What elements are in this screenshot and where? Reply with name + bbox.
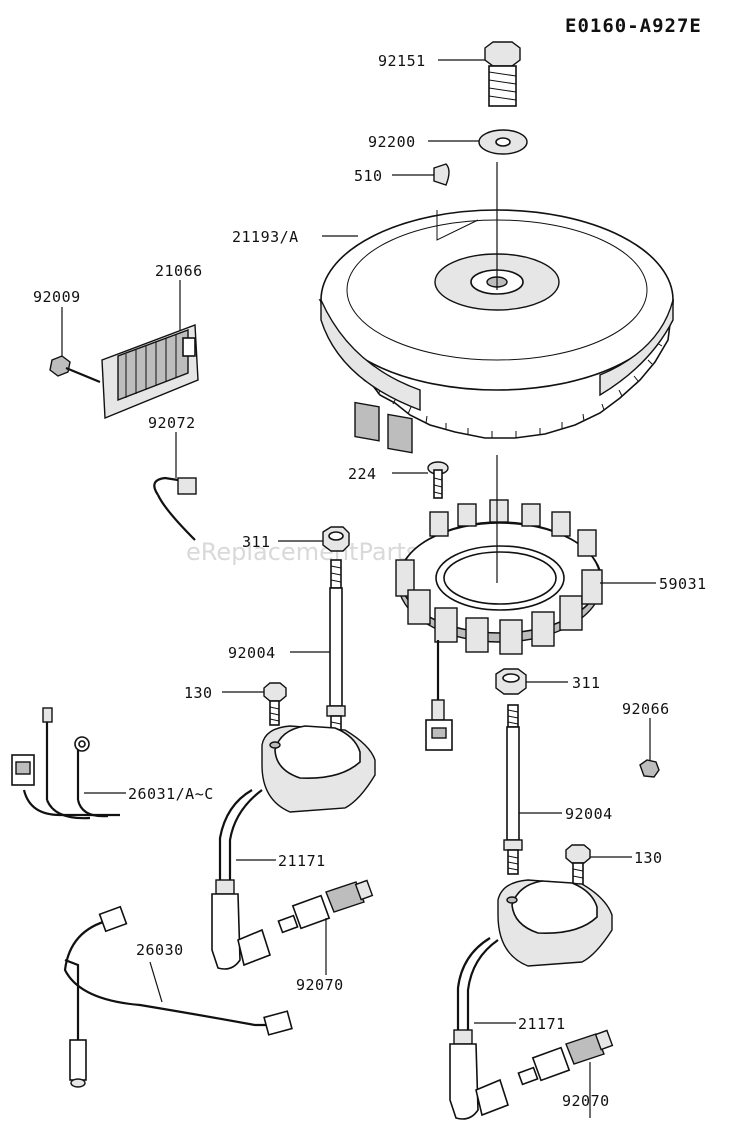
label-regulator[interactable]: 21066 bbox=[155, 262, 203, 280]
nut-311-right-part[interactable] bbox=[495, 668, 527, 695]
label-bolt-left[interactable]: 130 bbox=[184, 684, 213, 702]
label-coil-right[interactable]: 21171 bbox=[518, 1015, 566, 1033]
nut-92066-part[interactable] bbox=[639, 759, 660, 778]
label-stud-right[interactable]: 92004 bbox=[565, 805, 613, 823]
key-510-part[interactable] bbox=[433, 163, 450, 186]
plug-92070-left-part[interactable] bbox=[277, 879, 374, 934]
stud-92004-right-part[interactable] bbox=[503, 704, 523, 875]
label-plug-right[interactable]: 92070 bbox=[562, 1092, 610, 1110]
stud-92004-left-part[interactable] bbox=[326, 559, 346, 743]
label-stator-bolt[interactable]: 224 bbox=[348, 465, 377, 483]
label-coil-left[interactable]: 21171 bbox=[278, 852, 326, 870]
label-stud-left[interactable]: 92004 bbox=[228, 644, 276, 662]
label-key[interactable]: 510 bbox=[354, 167, 383, 185]
coil-21171-left-part[interactable] bbox=[211, 725, 376, 970]
label-bolt[interactable]: 92151 bbox=[378, 52, 426, 70]
label-harness[interactable]: 26031/A~C bbox=[128, 785, 214, 803]
harness-26031-part[interactable] bbox=[11, 707, 120, 820]
regulator-21066-part[interactable] bbox=[101, 324, 199, 420]
screw-92009-part[interactable] bbox=[49, 355, 101, 384]
bolt-92151-part[interactable] bbox=[484, 41, 521, 107]
label-lead[interactable]: 26030 bbox=[136, 941, 184, 959]
bolt-130-left-part[interactable] bbox=[263, 682, 287, 726]
label-stator[interactable]: 59031 bbox=[659, 575, 707, 593]
label-nut-right[interactable]: 311 bbox=[572, 674, 601, 692]
label-clamp[interactable]: 92072 bbox=[148, 414, 196, 432]
label-nut-left[interactable]: 311 bbox=[242, 533, 271, 551]
leader-26030 bbox=[149, 961, 163, 1003]
bolt-224-part[interactable] bbox=[427, 461, 449, 499]
stator-59031-part[interactable] bbox=[395, 499, 603, 751]
washer-92200-part[interactable] bbox=[478, 129, 528, 155]
bolt-130-right-part[interactable] bbox=[565, 844, 591, 890]
label-flywheel[interactable]: 21193/A bbox=[232, 228, 299, 246]
label-nut-small[interactable]: 92066 bbox=[622, 700, 670, 718]
label-bolt-right[interactable]: 130 bbox=[634, 849, 663, 867]
label-reg-screw[interactable]: 92009 bbox=[33, 288, 81, 306]
clamp-92072-part[interactable] bbox=[153, 476, 197, 541]
drawing-code: E0160-A927E bbox=[565, 15, 702, 37]
plug-92070-right-part[interactable] bbox=[517, 1029, 614, 1086]
label-washer[interactable]: 92200 bbox=[368, 133, 416, 151]
nut-311-left-part[interactable] bbox=[322, 526, 350, 552]
label-plug-left[interactable]: 92070 bbox=[296, 976, 344, 994]
lead-26030-part[interactable] bbox=[63, 905, 293, 1088]
coil-21171-right-part[interactable] bbox=[449, 879, 613, 1120]
